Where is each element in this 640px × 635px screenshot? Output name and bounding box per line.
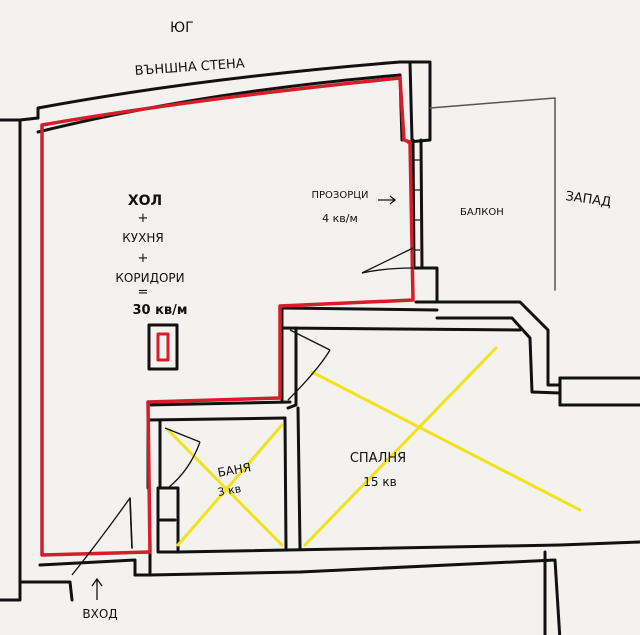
window-ticks: [414, 159, 420, 251]
living-equals: =: [138, 285, 149, 300]
door-swings: [71, 247, 414, 576]
outer-wall-label: ВЪНШНА СТЕНА: [134, 56, 245, 79]
windows-area: 4 кв/м: [322, 212, 358, 225]
living-plus-2: +: [138, 251, 149, 266]
corridors-label: КОРИДОРИ: [115, 271, 184, 285]
living-area-value: 30 кв/м: [132, 303, 187, 318]
arrows: [91, 195, 397, 600]
kitchen-label: КУХНЯ: [122, 231, 163, 245]
bathroom-label: БАНЯ: [216, 460, 252, 480]
living-plus-1: +: [138, 211, 149, 226]
windows-text: ПРОЗОРЦИ 4 кв/м: [312, 190, 369, 225]
living-area-text: ХОЛ + КУХНЯ + КОРИДОРИ = 30 кв/м: [115, 193, 187, 318]
balcony-label: БАЛКОН: [460, 207, 504, 218]
living-area-outline: [40, 76, 415, 557]
west-label: ЗАПАД: [564, 189, 612, 210]
entrance-label: ВХОД: [82, 607, 117, 621]
bedroom-text: СПАЛНЯ 15 кв: [350, 451, 406, 489]
windows-label: ПРОЗОРЦИ: [312, 190, 369, 201]
walls: [0, 60, 640, 635]
living-label: ХОЛ: [128, 193, 162, 209]
south-label: ЮГ: [170, 20, 194, 36]
bathroom-area: 3 кв: [217, 482, 243, 499]
cross-marks: [166, 346, 582, 547]
bathroom-text: БАНЯ 3 кв: [216, 460, 252, 499]
bedroom-label: СПАЛНЯ: [350, 451, 406, 466]
bedroom-area: 15 кв: [363, 475, 396, 489]
